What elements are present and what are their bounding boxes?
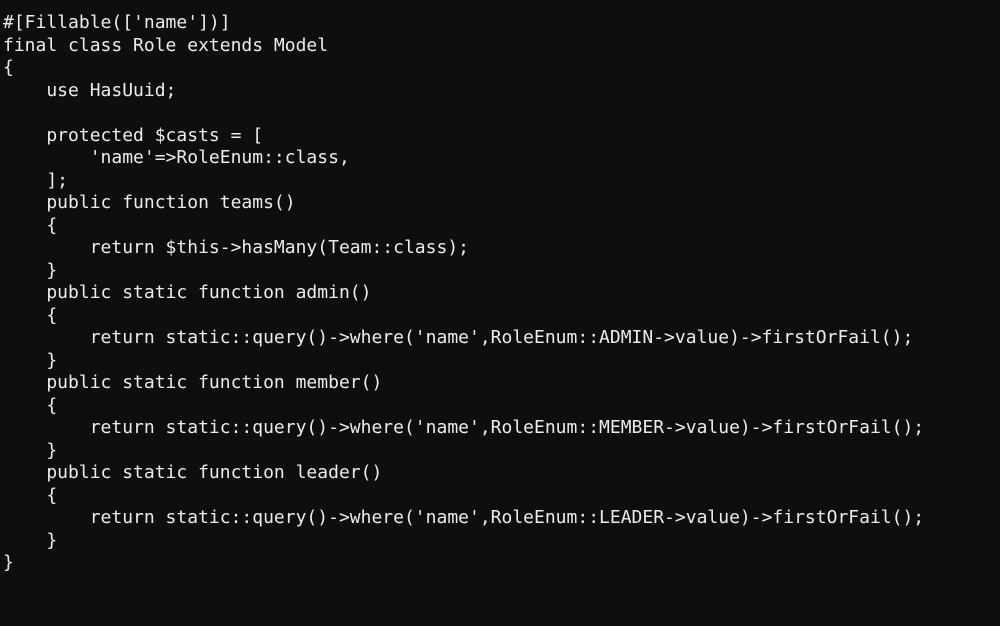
code-line-teams-close-brace: }	[3, 259, 58, 281]
code-line-teams-signature: public function teams()	[3, 192, 296, 213]
code-line-leader-open-brace: {	[3, 484, 58, 506]
code-line-admin-signature: public static function admin()	[3, 282, 372, 303]
code-line-casts-close: ];	[3, 169, 69, 191]
code-line-casts-open: protected $casts = [	[3, 124, 264, 146]
code-line-use-trait: use HasUuid;	[3, 79, 177, 101]
code-line-admin-open-brace: {	[3, 304, 58, 326]
code-line-member-signature: public static function member()	[3, 372, 383, 393]
code-line-leader-return: return static::query()->where('name',Rol…	[3, 507, 925, 528]
code-line-leader-signature: public static function leader()	[3, 462, 383, 483]
code-line-member-open-brace: {	[3, 394, 58, 416]
code-line-admin-close-brace: }	[3, 349, 58, 371]
code-line-blank	[3, 102, 1000, 125]
code-line-leader-close-brace: }	[3, 529, 58, 551]
code-line-casts-entry: 'name'=>RoleEnum::class,	[3, 147, 350, 168]
code-line-attribute: #[Fillable(['name'])]	[3, 12, 231, 33]
code-line-admin-return: return static::query()->where('name',Rol…	[3, 327, 914, 348]
code-line-class-declaration: final class Role extends Model	[3, 34, 329, 56]
code-line-member-close-brace: }	[3, 439, 58, 461]
code-line-class-close-brace: }	[3, 552, 14, 573]
code-line-member-return: return static::query()->where('name',Rol…	[3, 417, 925, 438]
code-line-teams-open-brace: {	[3, 214, 58, 236]
code-line-class-open-brace: {	[3, 57, 14, 78]
code-line-teams-return: return $this->hasMany(Team::class);	[3, 237, 469, 258]
